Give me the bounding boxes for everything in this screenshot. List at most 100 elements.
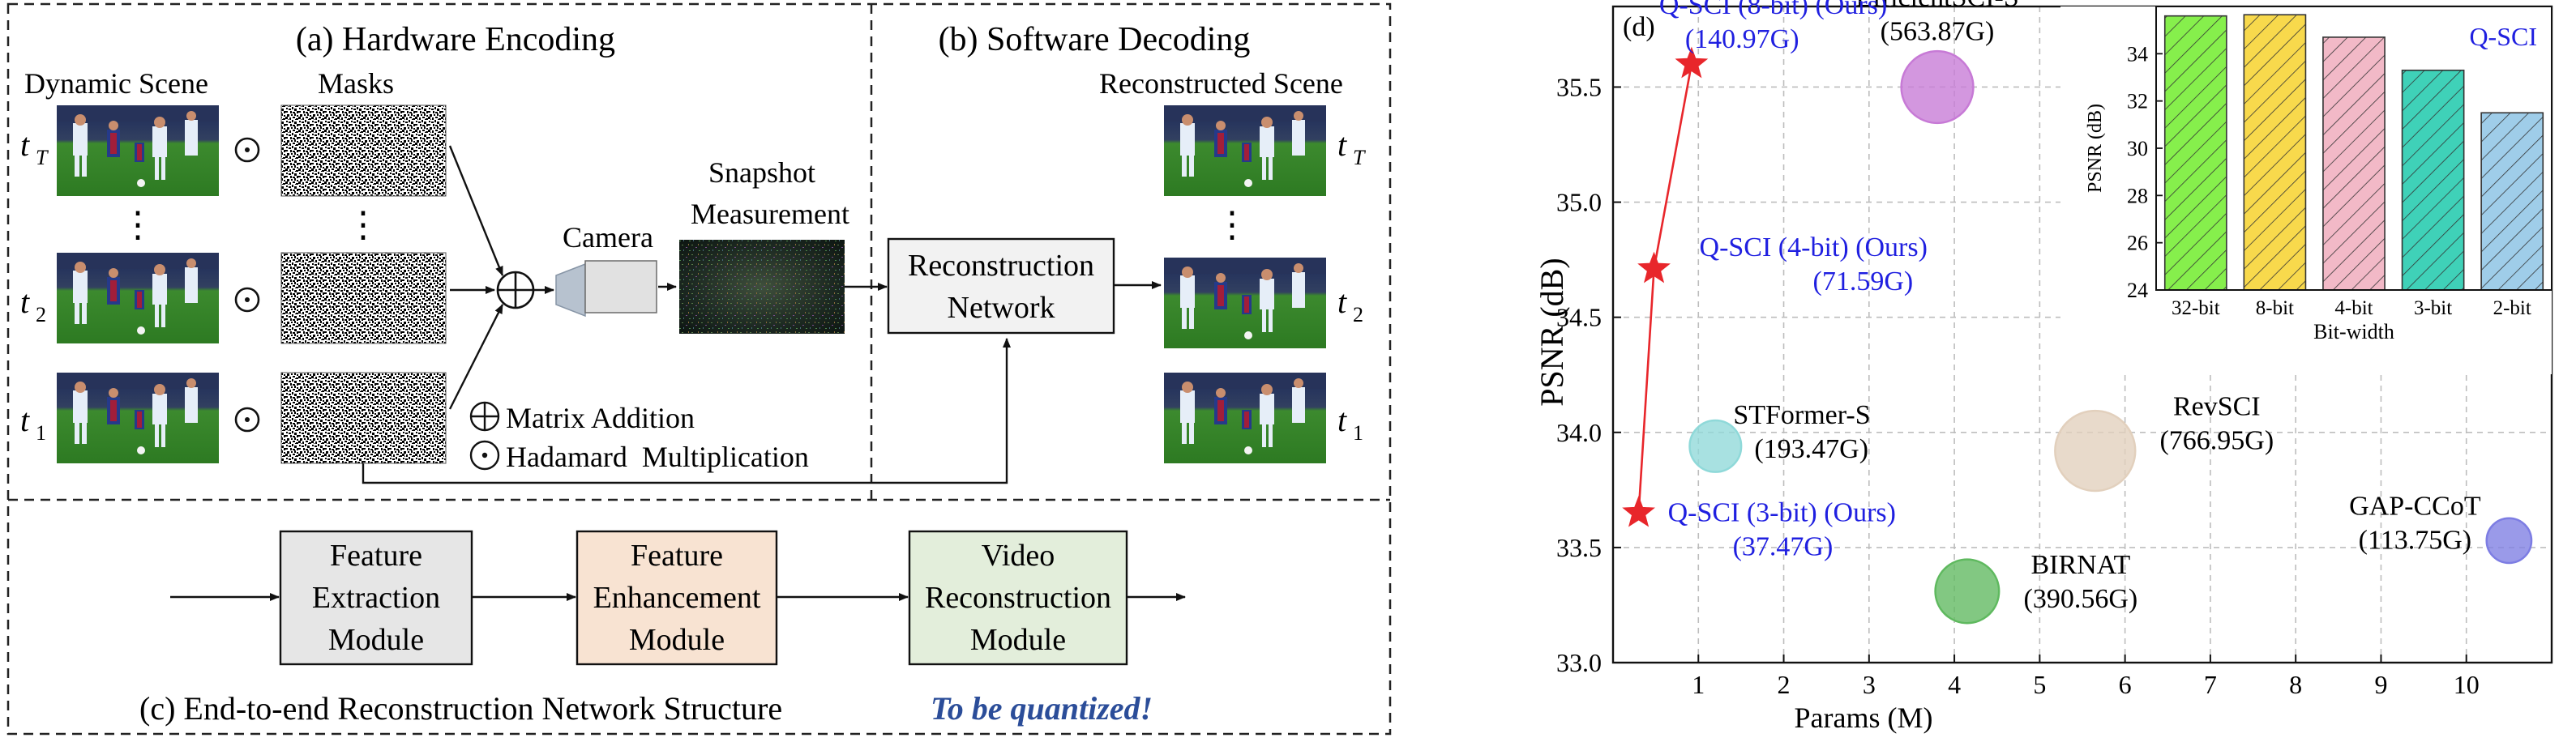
scatter-xtick-label: 4 — [1948, 670, 1961, 699]
bar-category-label: 32-bit — [2172, 297, 2220, 319]
scatter-ylabel: PSNR (dB) — [1534, 258, 1570, 406]
svg-text:t: t — [20, 126, 30, 163]
scatter-xtick-label: 7 — [2204, 670, 2217, 699]
bubble-birnat — [1934, 558, 2000, 625]
bar-category-label: 4-bit — [2334, 297, 2373, 319]
bubble-flops-label: (390.56G) — [2024, 584, 2138, 614]
hadamard-symbol-bot — [234, 407, 260, 433]
bar-category-label: 8-bit — [2256, 297, 2294, 319]
scatter-xtick-label: 5 — [2033, 670, 2046, 699]
mask-mid — [280, 252, 447, 344]
bubble-flops-label: (193.47G) — [1754, 434, 1868, 464]
qsci-point-label: Q-SCI (4-bit) (Ours) — [1700, 232, 1928, 262]
scatter-ytick-label: 34.5 — [1556, 303, 1602, 332]
video-reconstruction-module — [908, 530, 1128, 666]
mod3-line2: Reconstruction — [925, 581, 1111, 615]
svg-text:T: T — [1353, 146, 1366, 169]
bar-hatch — [2402, 70, 2464, 290]
camera-icon — [555, 260, 657, 318]
arrow-mask-bot-to-sum — [448, 304, 504, 410]
qsci-point-flops: (71.59G) — [1813, 267, 1914, 296]
scatter-xtick-label: 9 — [2374, 670, 2387, 699]
qsci-star-marker — [1622, 495, 1655, 527]
quantization-note: To be quantized! — [931, 690, 1153, 727]
time-label-mid: t 2 — [20, 284, 46, 326]
bar-category-label: 3-bit — [2414, 297, 2452, 319]
bubble-label: EfficientSCI-S — [1855, 0, 2018, 12]
recon-dots: ⋮ — [1214, 205, 1250, 245]
mask-bot — [280, 372, 447, 464]
scene-photo-top — [57, 105, 219, 196]
scene-dots: ⋮ — [120, 205, 156, 245]
matrix-addition-symbol — [496, 271, 535, 309]
inset-ytick-label: 30 — [2127, 137, 2148, 160]
recon-time-label-top: t T — [1337, 126, 1366, 169]
camera-label: Camera — [563, 221, 653, 254]
scatter-xtick-label: 6 — [2119, 670, 2132, 699]
svg-text:t: t — [1337, 126, 1347, 163]
snapshot-label-line1: Snapshot — [708, 156, 815, 189]
scatter-ytick-label: 33.5 — [1556, 533, 1602, 562]
scatter-xtick-label: 1 — [1692, 670, 1705, 699]
recon-time-label-bot: t 1 — [1337, 402, 1363, 445]
dynamic-scene-label: Dynamic Scene — [24, 67, 208, 100]
bubble-label: GAP-CCoT — [2349, 491, 2481, 521]
bubble-flops-label: (113.75G) — [2359, 525, 2471, 555]
bubble-flops-label: (766.95G) — [2159, 426, 2274, 456]
scene-photo-bot — [57, 373, 219, 463]
hadamard-symbol-top — [234, 137, 260, 163]
inset-ytick-label: 32 — [2127, 90, 2148, 113]
panel-a-title: (a) Hardware Encoding — [296, 21, 615, 58]
bar-hatch — [2322, 36, 2386, 291]
legend-addition-symbol — [469, 401, 500, 432]
mod1-line1: Feature — [330, 539, 422, 573]
snapshot-measurement-image — [679, 240, 845, 334]
mod2-line1: Feature — [631, 539, 723, 573]
bubble-stformer-s — [1688, 419, 1743, 473]
inset-ytick-label: 24 — [2127, 279, 2148, 302]
reconstructed-scene-label: Reconstructed Scene — [1099, 67, 1343, 100]
scatter-xlabel: Params (M) — [1795, 701, 1933, 734]
scatter-xtick-label: 8 — [2289, 670, 2302, 699]
svg-text:1: 1 — [36, 421, 46, 445]
svg-text:t: t — [20, 402, 30, 438]
reconstruction-network-box — [887, 237, 1115, 335]
panel-c-caption: (c) End-to-end Reconstruction Network St… — [139, 690, 782, 727]
snapshot-label-line2: Measurement — [691, 198, 849, 230]
qsci-point-flops: (37.47G) — [1733, 531, 1834, 561]
panel-b-title: (b) Software Decoding — [939, 21, 1251, 58]
legend-hadamard-label: Hadamard Multiplication — [506, 441, 809, 473]
outer-dashed-frame — [6, 2, 1392, 736]
scatter-ytick-label: 35.5 — [1556, 72, 1602, 101]
svg-text:2: 2 — [36, 303, 46, 326]
scatter-panel-label: (d) — [1623, 12, 1655, 42]
time-label-bot: t 1 — [20, 402, 46, 445]
scatter-xtick-label: 10 — [2454, 670, 2480, 699]
bar-category-label: 2-bit — [2493, 297, 2531, 319]
mask-dots: ⋮ — [345, 205, 381, 245]
qsci-point-label: Q-SCI (8-bit) (Ours) — [1659, 0, 1887, 20]
recon-photo-mid — [1164, 258, 1326, 348]
recon-time-label-mid: t 2 — [1337, 284, 1363, 326]
qsci-series-line — [1637, 63, 1693, 514]
svg-text:t: t — [1337, 402, 1347, 438]
bubble-revsci — [2054, 409, 2137, 493]
inset-xlabel: Bit-width — [2313, 320, 2394, 343]
bar-hatch — [2481, 113, 2544, 290]
bubble-label: STFormer-S — [1733, 400, 1870, 430]
inset-ytick-label: 26 — [2127, 232, 2148, 255]
mod3-line1: Video — [982, 539, 1055, 573]
bubble-label: RevSCI — [2173, 392, 2261, 422]
mod2-line3: Module — [629, 623, 725, 657]
scatter-ytick-label: 33.0 — [1556, 648, 1602, 677]
svg-text:t: t — [20, 284, 30, 320]
bar-hatch — [2244, 15, 2306, 290]
time-label-top: t T — [20, 126, 49, 169]
reconstruction-network-line2: Network — [948, 291, 1055, 325]
inset-title: Q-SCI — [2469, 22, 2537, 51]
recon-photo-top — [1164, 105, 1326, 196]
svg-text:t: t — [1337, 284, 1347, 320]
scatter-xtick-label: 3 — [1863, 670, 1876, 699]
arrow-mask-top-to-sum — [448, 145, 504, 276]
